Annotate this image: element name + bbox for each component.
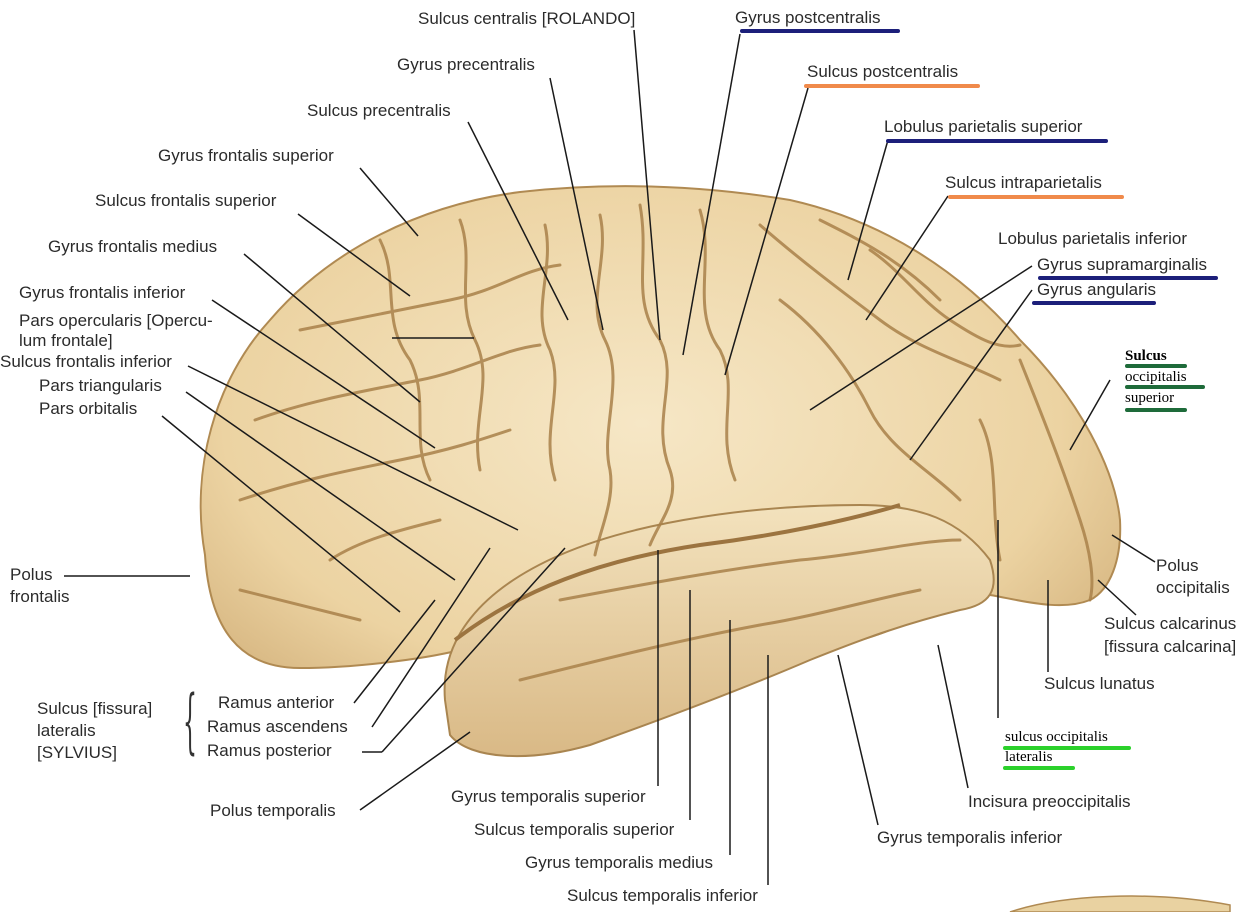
label-sulcus-calcarinus-1: Sulcus calcarinus: [1104, 614, 1237, 633]
label-sulcus-occipitalis-superior-1: Sulcus: [1125, 348, 1167, 364]
label-gyrus-precentralis: Gyrus precentralis: [397, 55, 535, 74]
label-gyrus-postcentralis: Gyrus postcentralis: [735, 8, 881, 27]
label-polus-occipitalis-1: Polus: [1156, 556, 1199, 575]
label-ramus-posterior: Ramus posterior: [207, 741, 332, 760]
label-sulcus-intraparietalis: Sulcus intraparietalis: [945, 173, 1102, 192]
label-sulcus-temporalis-superior: Sulcus temporalis superior: [474, 820, 675, 839]
label-polus-frontalis-2: frontalis: [10, 587, 70, 606]
label-polus-occipitalis-2: occipitalis: [1156, 578, 1230, 597]
label-incisura-preoccipitalis: Incisura preoccipitalis: [968, 792, 1131, 811]
label-sulcus-occipitalis-lateralis-1: sulcus occipitalis: [1005, 729, 1108, 745]
underline-gyrus-supramarginalis: [1038, 276, 1218, 280]
label-sulcus-lateralis-2: lateralis: [37, 721, 96, 740]
label-pars-opercularis-1: Pars opercularis [Opercu-: [19, 311, 213, 330]
lateral-sulcus: [453, 503, 901, 642]
label-gyrus-angularis: Gyrus angularis: [1037, 280, 1157, 299]
label-sulcus-centralis: Sulcus centralis [ROLANDO]: [418, 9, 636, 28]
label-ramus-anterior: Ramus anterior: [218, 693, 335, 712]
label-ramus-ascendens: Ramus ascendens: [207, 717, 348, 736]
label-sulcus-precentralis: Sulcus precentralis: [307, 101, 451, 120]
label-sulcus-occipitalis-lateralis-2: lateralis: [1005, 749, 1053, 765]
label-sulcus-lateralis-1: Sulcus [fissura]: [37, 699, 153, 718]
brace-icon: {: [183, 684, 197, 765]
label-sulcus-lateralis-3: [SYLVIUS]: [37, 743, 117, 762]
label-pars-triangularis: Pars triangularis: [39, 376, 162, 395]
cerebellum-edge: [1009, 895, 1231, 912]
label-sulcus-postcentralis: Sulcus postcentralis: [807, 62, 959, 81]
underline-sol-2: [1003, 766, 1075, 770]
underline-sol-1: [1003, 746, 1131, 750]
label-gyrus-frontalis-inferior: Gyrus frontalis inferior: [19, 283, 186, 302]
label-sulcus-occipitalis-superior-2: occipitalis: [1125, 369, 1187, 385]
label-lobulus-parietalis-inferior: Lobulus parietalis inferior: [998, 229, 1187, 248]
label-polus-frontalis-1: Polus: [10, 565, 53, 584]
label-gyrus-temporalis-inferior: Gyrus temporalis inferior: [877, 828, 1063, 847]
label-lobulus-parietalis-superior: Lobulus parietalis superior: [884, 117, 1083, 136]
leader-lines: [64, 29, 1156, 885]
label-gyrus-temporalis-medius: Gyrus temporalis medius: [525, 853, 714, 872]
underline-gyrus-postcentralis: [740, 29, 900, 33]
label-pars-opercularis-2: lum frontale]: [19, 331, 113, 350]
label-sulcus-temporalis-inferior: Sulcus temporalis inferior: [567, 886, 758, 905]
label-gyrus-frontalis-medius: Gyrus frontalis medius: [48, 237, 218, 256]
temporal-lobe: [443, 503, 995, 758]
label-polus-temporalis: Polus temporalis: [210, 801, 336, 820]
underline-sos-2: [1125, 385, 1205, 389]
label-sulcus-frontalis-superior: Sulcus frontalis superior: [95, 191, 277, 210]
underline-sulcus-intraparietalis: [948, 195, 1124, 199]
label-sulcus-frontalis-inferior: Sulcus frontalis inferior: [0, 352, 172, 371]
underline-sos-3: [1125, 408, 1187, 412]
label-sulcus-occipitalis-superior-3: superior: [1125, 390, 1175, 406]
label-gyrus-supramarginalis: Gyrus supramarginalis: [1037, 255, 1208, 274]
label-gyrus-temporalis-superior: Gyrus temporalis superior: [451, 787, 646, 806]
underline-gyrus-angularis: [1032, 301, 1156, 305]
underline-sulcus-postcentralis: [804, 84, 980, 88]
underline-sos-1: [1125, 364, 1187, 368]
label-sulcus-lunatus: Sulcus lunatus: [1044, 674, 1155, 693]
underline-lobulus-parietalis-superior: [886, 139, 1108, 143]
label-sulcus-calcarinus-2: [fissura calcarina]: [1104, 637, 1237, 656]
label-pars-orbitalis: Pars orbitalis: [39, 399, 138, 418]
label-gyrus-frontalis-superior: Gyrus frontalis superior: [158, 146, 334, 165]
